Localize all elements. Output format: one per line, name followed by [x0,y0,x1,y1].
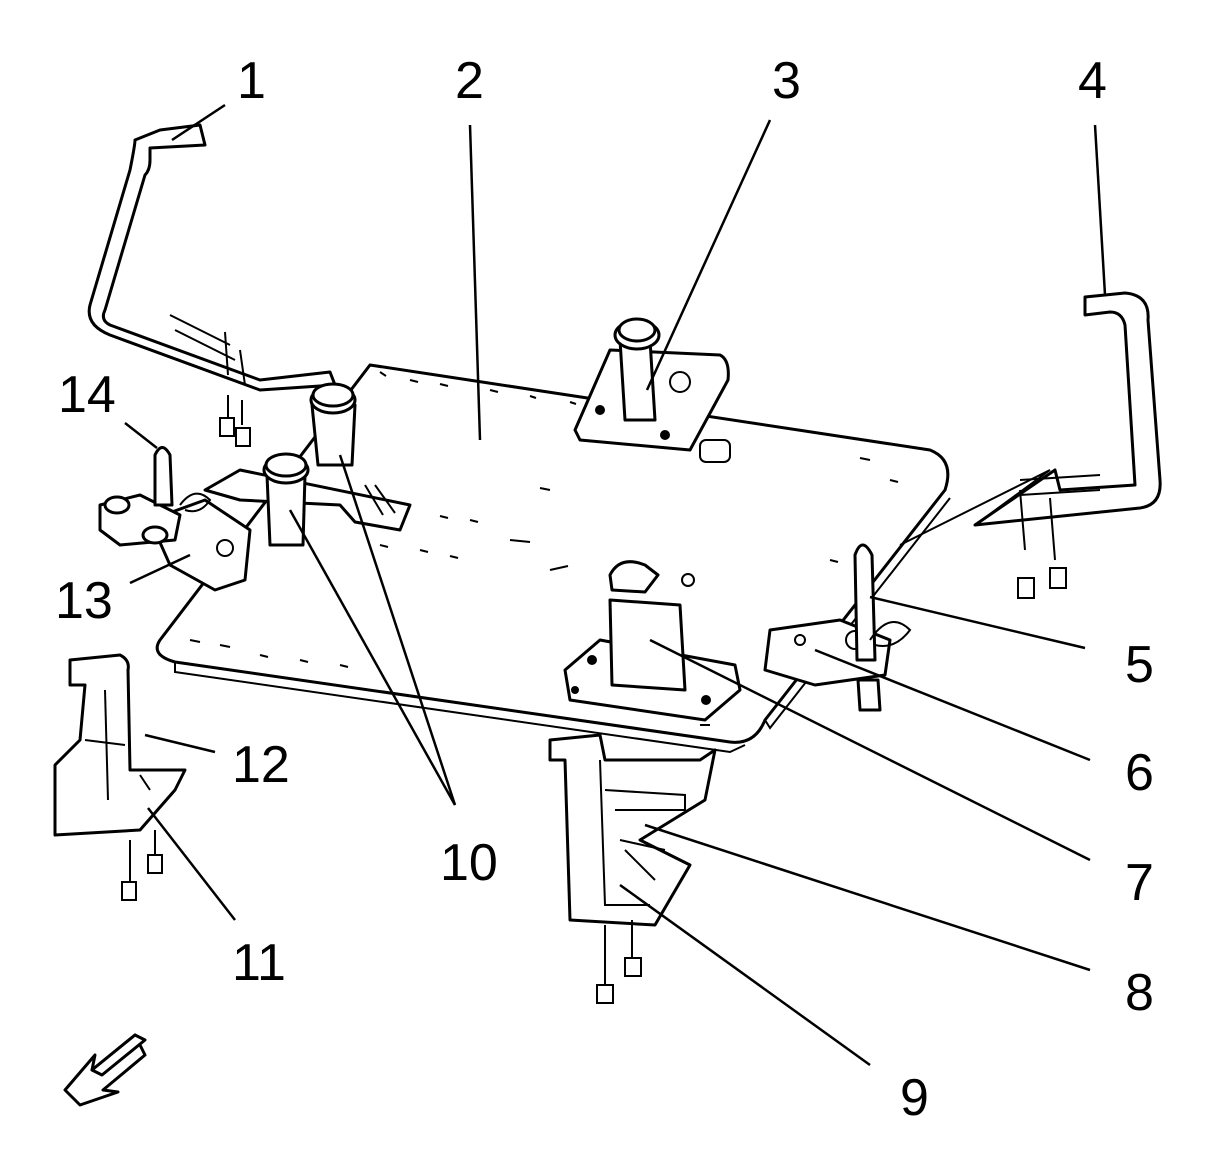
callout-5: 5 [1125,636,1154,694]
callout-14: 14 [58,366,116,424]
callout-13: 13 [55,572,113,630]
front-clamp-assembly [563,560,742,722]
callout-1: 1 [237,52,266,110]
callout-9: 9 [900,1069,929,1127]
front-support-bracket [548,733,717,1004]
rear-locator-assembly [573,317,731,463]
callout-6: 6 [1125,744,1154,802]
callout-2: 2 [455,52,484,110]
right-clamp-block [763,543,912,712]
callout-4: 4 [1078,52,1107,110]
front-direction-arrow-icon [63,1033,147,1107]
callout-10: 10 [440,834,498,892]
left-rear-bracket [87,123,337,447]
callout-11: 11 [232,934,286,992]
callout-12: 12 [232,736,290,794]
callout-3: 3 [772,52,801,110]
base-plate [155,363,951,754]
left-clamp-block [98,446,252,592]
callout-8: 8 [1125,964,1154,1022]
left-front-support-bracket [53,653,187,901]
right-rear-bracket [899,291,1162,599]
callout-labels: 1 2 3 4 5 6 7 8 9 10 11 12 13 14 [55,52,1154,1127]
leader-lines [124,103,1107,1067]
callout-7: 7 [1125,854,1154,912]
